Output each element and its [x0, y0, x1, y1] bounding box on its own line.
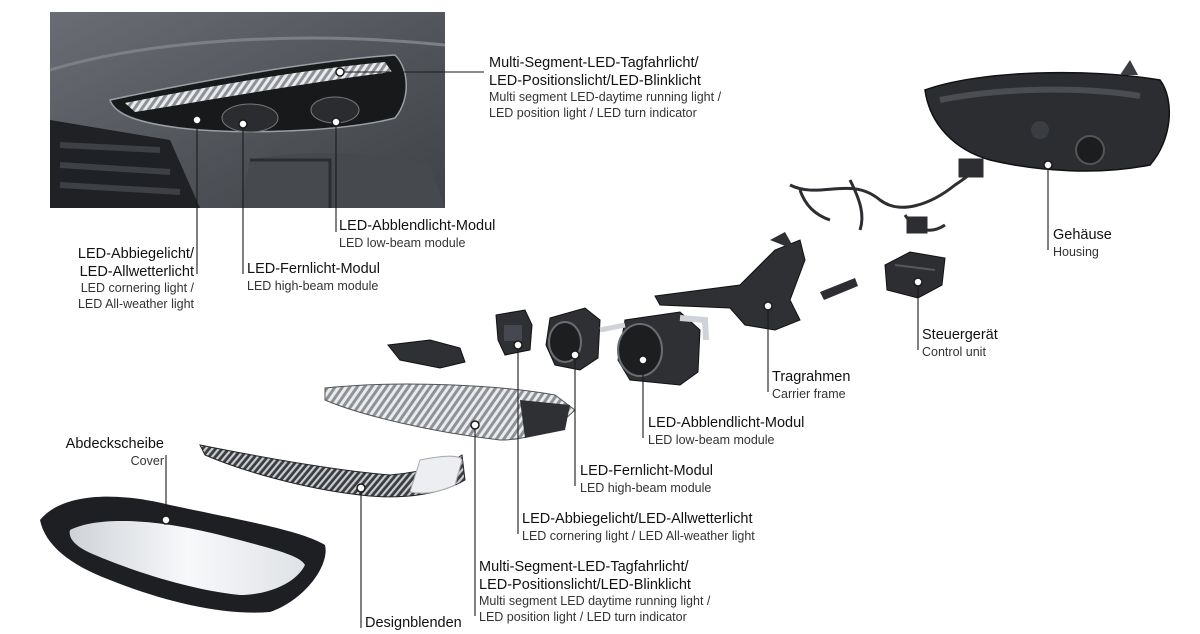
- label-highbeam-bottom-de: LED-Fernlicht-Modul: [580, 464, 713, 479]
- label-lowbeam-top-de: LED-Abblendlicht-Modul: [339, 219, 495, 234]
- label-cover: Abdeckscheibe Cover: [40, 437, 164, 470]
- label-housing-de: Gehäuse: [1053, 228, 1112, 243]
- label-cover-en: Cover: [40, 455, 164, 468]
- label-cornering-bottom: LED-Abbiegelicht/LED-Allwetterlicht LED …: [522, 512, 755, 545]
- label-cornering-top-en1: LED cornering light /: [40, 282, 194, 295]
- label-control-unit-en: Control unit: [922, 346, 998, 359]
- label-design-trims: Designblenden: [365, 616, 462, 634]
- label-design-trims-de: Designblenden: [365, 616, 462, 631]
- label-carrier-frame-de: Tragrahmen: [772, 370, 850, 385]
- label-carrier-frame-en: Carrier frame: [772, 388, 850, 401]
- label-highbeam-bottom-en: LED high-beam module: [580, 482, 713, 495]
- cornering-light-part: [496, 310, 532, 355]
- label-control-unit-de: Steuergerät: [922, 328, 998, 343]
- label-cornering-top-de2: LED-Allwetterlicht: [40, 265, 194, 280]
- label-cover-de: Abdeckscheibe: [40, 437, 164, 452]
- drl-strip-part: [325, 384, 575, 440]
- low-beam-module-part: [618, 312, 706, 385]
- housing-part: [925, 60, 1169, 171]
- label-drl-top-en2: LED position light / LED turn indicator: [489, 107, 721, 120]
- label-drl-top-de1: Multi-Segment-LED-Tagfahrlicht/: [489, 56, 721, 71]
- label-drl-bottom: Multi-Segment-LED-Tagfahrlicht/ LED-Posi…: [479, 560, 710, 626]
- small-bracket-part: [820, 278, 858, 300]
- label-housing: Gehäuse Housing: [1053, 228, 1112, 261]
- label-highbeam-top-en: LED high-beam module: [247, 280, 380, 293]
- label-cornering-top-de1: LED-Abbiegelicht/: [40, 247, 194, 262]
- label-drl-bottom-en1: Multi segment LED daytime running light …: [479, 595, 710, 608]
- label-lowbeam-top: LED-Abblendlicht-Modul LED low-beam modu…: [339, 219, 495, 252]
- label-drl-top-en1: Multi segment LED-daytime running light …: [489, 91, 721, 104]
- car-front-photo: [50, 12, 445, 208]
- label-control-unit: Steuergerät Control unit: [922, 328, 998, 361]
- label-highbeam-bottom: LED-Fernlicht-Modul LED high-beam module: [580, 464, 713, 497]
- design-trims-part: [200, 445, 465, 497]
- label-lowbeam-bottom: LED-Abblendlicht-Modul LED low-beam modu…: [648, 416, 804, 449]
- label-drl-bottom-de1: Multi-Segment-LED-Tagfahrlicht/: [479, 560, 710, 575]
- small-bracket-left-part: [388, 340, 465, 368]
- label-cornering-top: LED-Abbiegelicht/ LED-Allwetterlicht LED…: [40, 247, 194, 313]
- label-drl-top: Multi-Segment-LED-Tagfahrlicht/ LED-Posi…: [489, 56, 721, 122]
- label-highbeam-top: LED-Fernlicht-Modul LED high-beam module: [247, 262, 380, 295]
- label-cornering-bottom-en: LED cornering light / LED All-weather li…: [522, 530, 755, 543]
- label-highbeam-top-de: LED-Fernlicht-Modul: [247, 262, 380, 277]
- label-lowbeam-top-en: LED low-beam module: [339, 237, 495, 250]
- wiring-harness-part: [790, 160, 982, 232]
- control-unit-part: [885, 252, 945, 298]
- label-drl-top-de2: LED-Positionslicht/LED-Blinklicht: [489, 74, 721, 89]
- label-carrier-frame: Tragrahmen Carrier frame: [772, 370, 850, 403]
- label-cornering-bottom-de: LED-Abbiegelicht/LED-Allwetterlicht: [522, 512, 755, 527]
- label-lowbeam-bottom-de: LED-Abblendlicht-Modul: [648, 416, 804, 431]
- label-cornering-top-en2: LED All-weather light: [40, 298, 194, 311]
- high-beam-module-part: [546, 308, 625, 370]
- label-housing-en: Housing: [1053, 246, 1112, 259]
- label-lowbeam-bottom-en: LED low-beam module: [648, 434, 804, 447]
- cover-part: [40, 497, 326, 613]
- label-drl-bottom-en2: LED position light / LED turn indicator: [479, 611, 710, 624]
- label-drl-bottom-de2: LED-Positionslicht/LED-Blinklicht: [479, 578, 710, 593]
